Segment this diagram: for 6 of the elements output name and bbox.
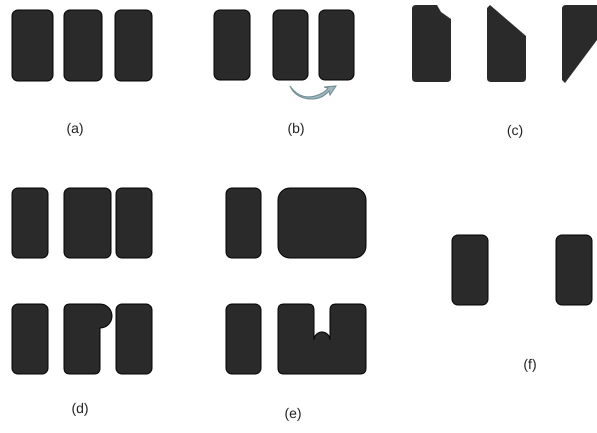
panel-label: (f)	[523, 356, 537, 372]
panel-label: (c)	[506, 122, 524, 138]
panel-label: (e)	[284, 405, 302, 421]
panel-label: (d)	[71, 400, 89, 416]
panel-label: (a)	[66, 120, 84, 136]
panel-label: (b)	[287, 120, 305, 136]
